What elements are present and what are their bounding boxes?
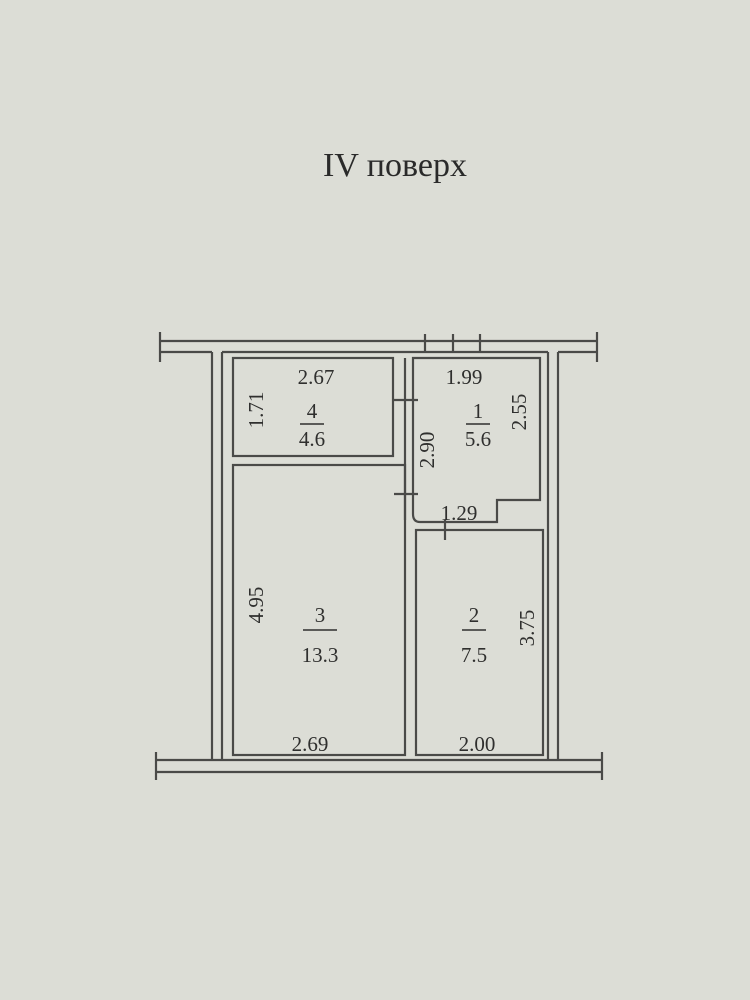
- dim-room1-bottom: 1.29: [441, 501, 478, 525]
- room-1-number: 1: [473, 399, 484, 423]
- dim-room1-left: 2.90: [415, 432, 439, 469]
- room-1-area: 5.6: [465, 427, 491, 451]
- room-3-outline: [231, 463, 407, 757]
- walls: [154, 332, 604, 780]
- dim-room1-width: 1.99: [446, 365, 483, 389]
- dim-room4-height: 1.71: [244, 392, 268, 429]
- dim-room3-height: 4.95: [244, 587, 268, 624]
- dim-room1-height: 2.55: [507, 394, 531, 431]
- dim-room2-width: 2.00: [459, 732, 496, 756]
- room-3-number: 3: [315, 603, 326, 627]
- room-2-outline: [414, 528, 545, 757]
- room-2-area: 7.5: [461, 643, 487, 667]
- dim-room4-width: 2.67: [298, 365, 335, 389]
- room-4-outline: [231, 356, 395, 458]
- room-3-area: 13.3: [302, 643, 339, 667]
- dim-room2-height: 3.75: [515, 610, 539, 647]
- room-4-number: 4: [307, 399, 318, 423]
- room-2-number: 2: [469, 603, 480, 627]
- dim-room3-width: 2.69: [292, 732, 329, 756]
- floor-title: IV поверх: [323, 147, 467, 184]
- room-4-area: 4.6: [299, 427, 325, 451]
- room-1-outline: [411, 356, 542, 524]
